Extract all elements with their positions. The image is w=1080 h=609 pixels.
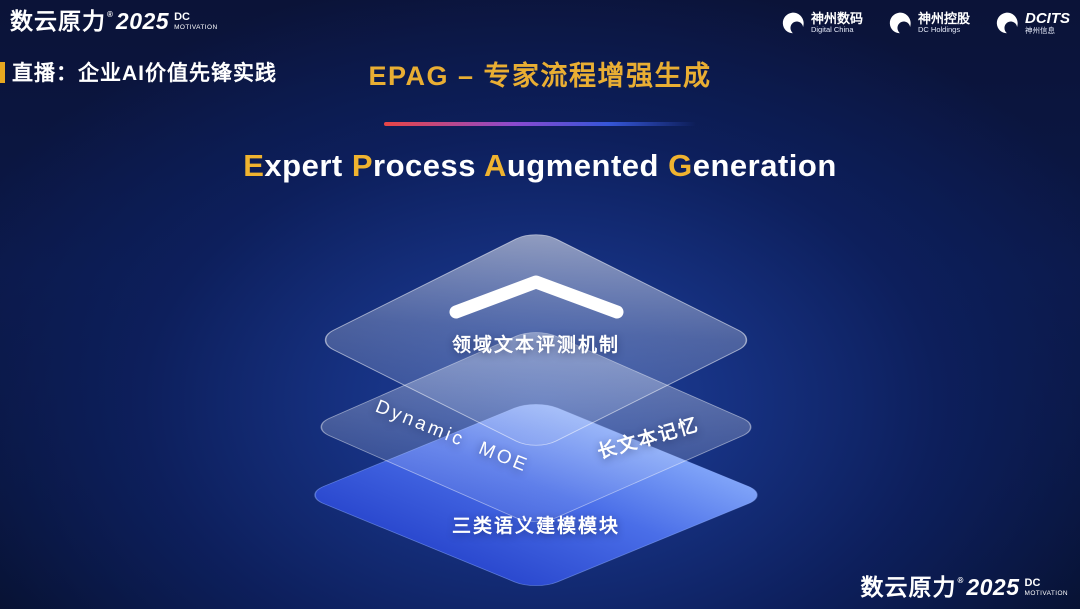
brand-year: 2025: [115, 8, 170, 34]
title-initial-a: A: [483, 148, 507, 183]
brand-registered-mark: ®: [107, 10, 113, 19]
title-word: rocess: [373, 148, 484, 183]
main-title: Expert Process Augmented Generation: [0, 148, 1080, 184]
brand-name: 数云原力: [10, 8, 106, 34]
logo-dcits: DCITS 神州信息: [994, 10, 1070, 36]
gradient-divider: [384, 122, 696, 126]
partner-logos: 神州数码 Digital China 神州控股 DC Holdings DCIT…: [780, 10, 1070, 36]
chevron-icon: [449, 275, 624, 319]
brand-name: 数云原力: [860, 574, 957, 600]
top-layer-label: 领域文本评测机制: [451, 335, 621, 356]
logo-subtitle: 神州信息: [1025, 26, 1055, 36]
title-initial-p: P: [351, 148, 374, 183]
live-stream-label: 直播：企业AI价值先锋实践: [0, 57, 277, 87]
title-word: ugmented: [506, 148, 669, 183]
brand-logo-top: 数云原力 ® 2025 DC MOTIVATION: [10, 10, 218, 33]
title-word: eneration: [692, 148, 837, 183]
title-word: xpert: [264, 148, 352, 183]
brand-dc-motivation: DC MOTIVATION: [1024, 577, 1068, 597]
brand-registered-mark: ®: [957, 576, 964, 585]
swirl-icon: [887, 10, 913, 36]
title-initial-e: E: [243, 148, 265, 183]
logo-dc-holdings: 神州控股 DC Holdings: [887, 10, 970, 36]
bottom-layer-label: 三类语义建模模块: [451, 516, 621, 537]
brand-year: 2025: [966, 574, 1020, 600]
title-initial-g: G: [668, 148, 693, 183]
live-label-text: 直播：企业AI价值先锋实践: [12, 62, 277, 85]
logo-name: 神州数码: [810, 10, 863, 26]
logo-name: 神州控股: [917, 10, 970, 26]
gold-accent-bar: [0, 61, 5, 83]
logo-subtitle: DC Holdings: [917, 25, 961, 35]
logo-digital-china: 神州数码 Digital China: [780, 10, 863, 36]
brand-dc-motivation: DC MOTIVATION: [174, 11, 218, 31]
slide-title: EPAG – 专家流程增强生成: [368, 61, 712, 91]
top-layer-shape: [324, 234, 748, 446]
brand-logo-bottom: 数云原力 ® 2025 DC MOTIVATION: [860, 576, 1068, 599]
logo-name: DCITS: [1025, 9, 1070, 27]
swirl-icon: [994, 10, 1020, 36]
swirl-icon: [780, 10, 806, 36]
logo-subtitle: Digital China: [810, 25, 854, 35]
